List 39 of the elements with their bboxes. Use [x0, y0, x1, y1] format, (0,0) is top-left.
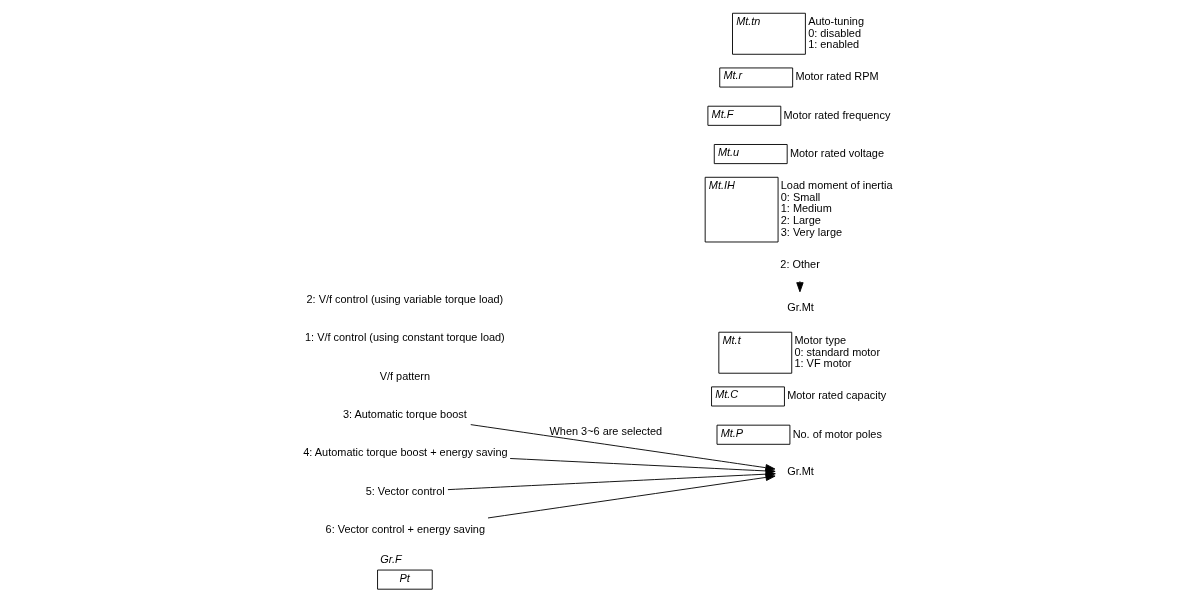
node-text: 6: Vector control + energy saving — [325, 522, 485, 535]
node-text: 3: Automatic torque boost — [342, 407, 467, 420]
node-label: Auto-tuning — [808, 14, 865, 27]
node-text: Gr.Mt — [787, 301, 814, 314]
node-box: Mt.u — [713, 144, 788, 165]
node-label: Motor rated capacity — [787, 389, 887, 402]
node-label: No. of motor poles — [792, 427, 882, 440]
node-label: Load moment of inertia — [780, 178, 893, 191]
node-label: 0: disabled — [808, 26, 861, 39]
node-label: 0: Small — [780, 190, 821, 203]
node-label: Motor type — [794, 333, 847, 346]
node-box: Mt.C — [711, 386, 785, 407]
arrow — [796, 280, 804, 293]
node-box: Mt.r — [719, 67, 794, 88]
arrow — [487, 473, 776, 519]
edge-label: When 3~6 are selected — [549, 424, 663, 437]
node-label: 3: Very large — [780, 226, 843, 239]
node-box: Mt.tn — [732, 12, 806, 55]
node-text: 2: Other — [780, 257, 820, 270]
label: 2: V/f control (using variable torque load) — [306, 293, 504, 306]
node-text: Gr.Mt — [787, 465, 814, 478]
node-text: 5: Vector control — [365, 484, 445, 497]
node-box: Mt.IH — [704, 176, 779, 243]
node-label: Motor rated voltage — [789, 146, 885, 159]
node-label: 0: standard motor — [794, 345, 881, 358]
node-label: 1: VF motor — [794, 357, 852, 370]
node-label: 2: Large — [780, 214, 821, 227]
node-box: Pt — [377, 569, 433, 590]
node-box: Mt.F — [707, 105, 782, 126]
node-text: 4: Automatic torque boost + energy saving — [303, 446, 508, 459]
node-label: Motor rated frequency — [783, 108, 891, 121]
node-box: Mt.P — [716, 424, 791, 445]
node-label: 1: Medium — [780, 202, 832, 215]
node-box: Mt.t — [718, 331, 793, 374]
node-label: 1: enabled — [808, 38, 860, 51]
label: 1: V/f control (using constant torque load) — [305, 331, 505, 344]
label: V/f pattern — [379, 369, 431, 382]
node-label: Motor rated RPM — [795, 70, 879, 83]
node-label: Gr.F — [380, 553, 402, 566]
